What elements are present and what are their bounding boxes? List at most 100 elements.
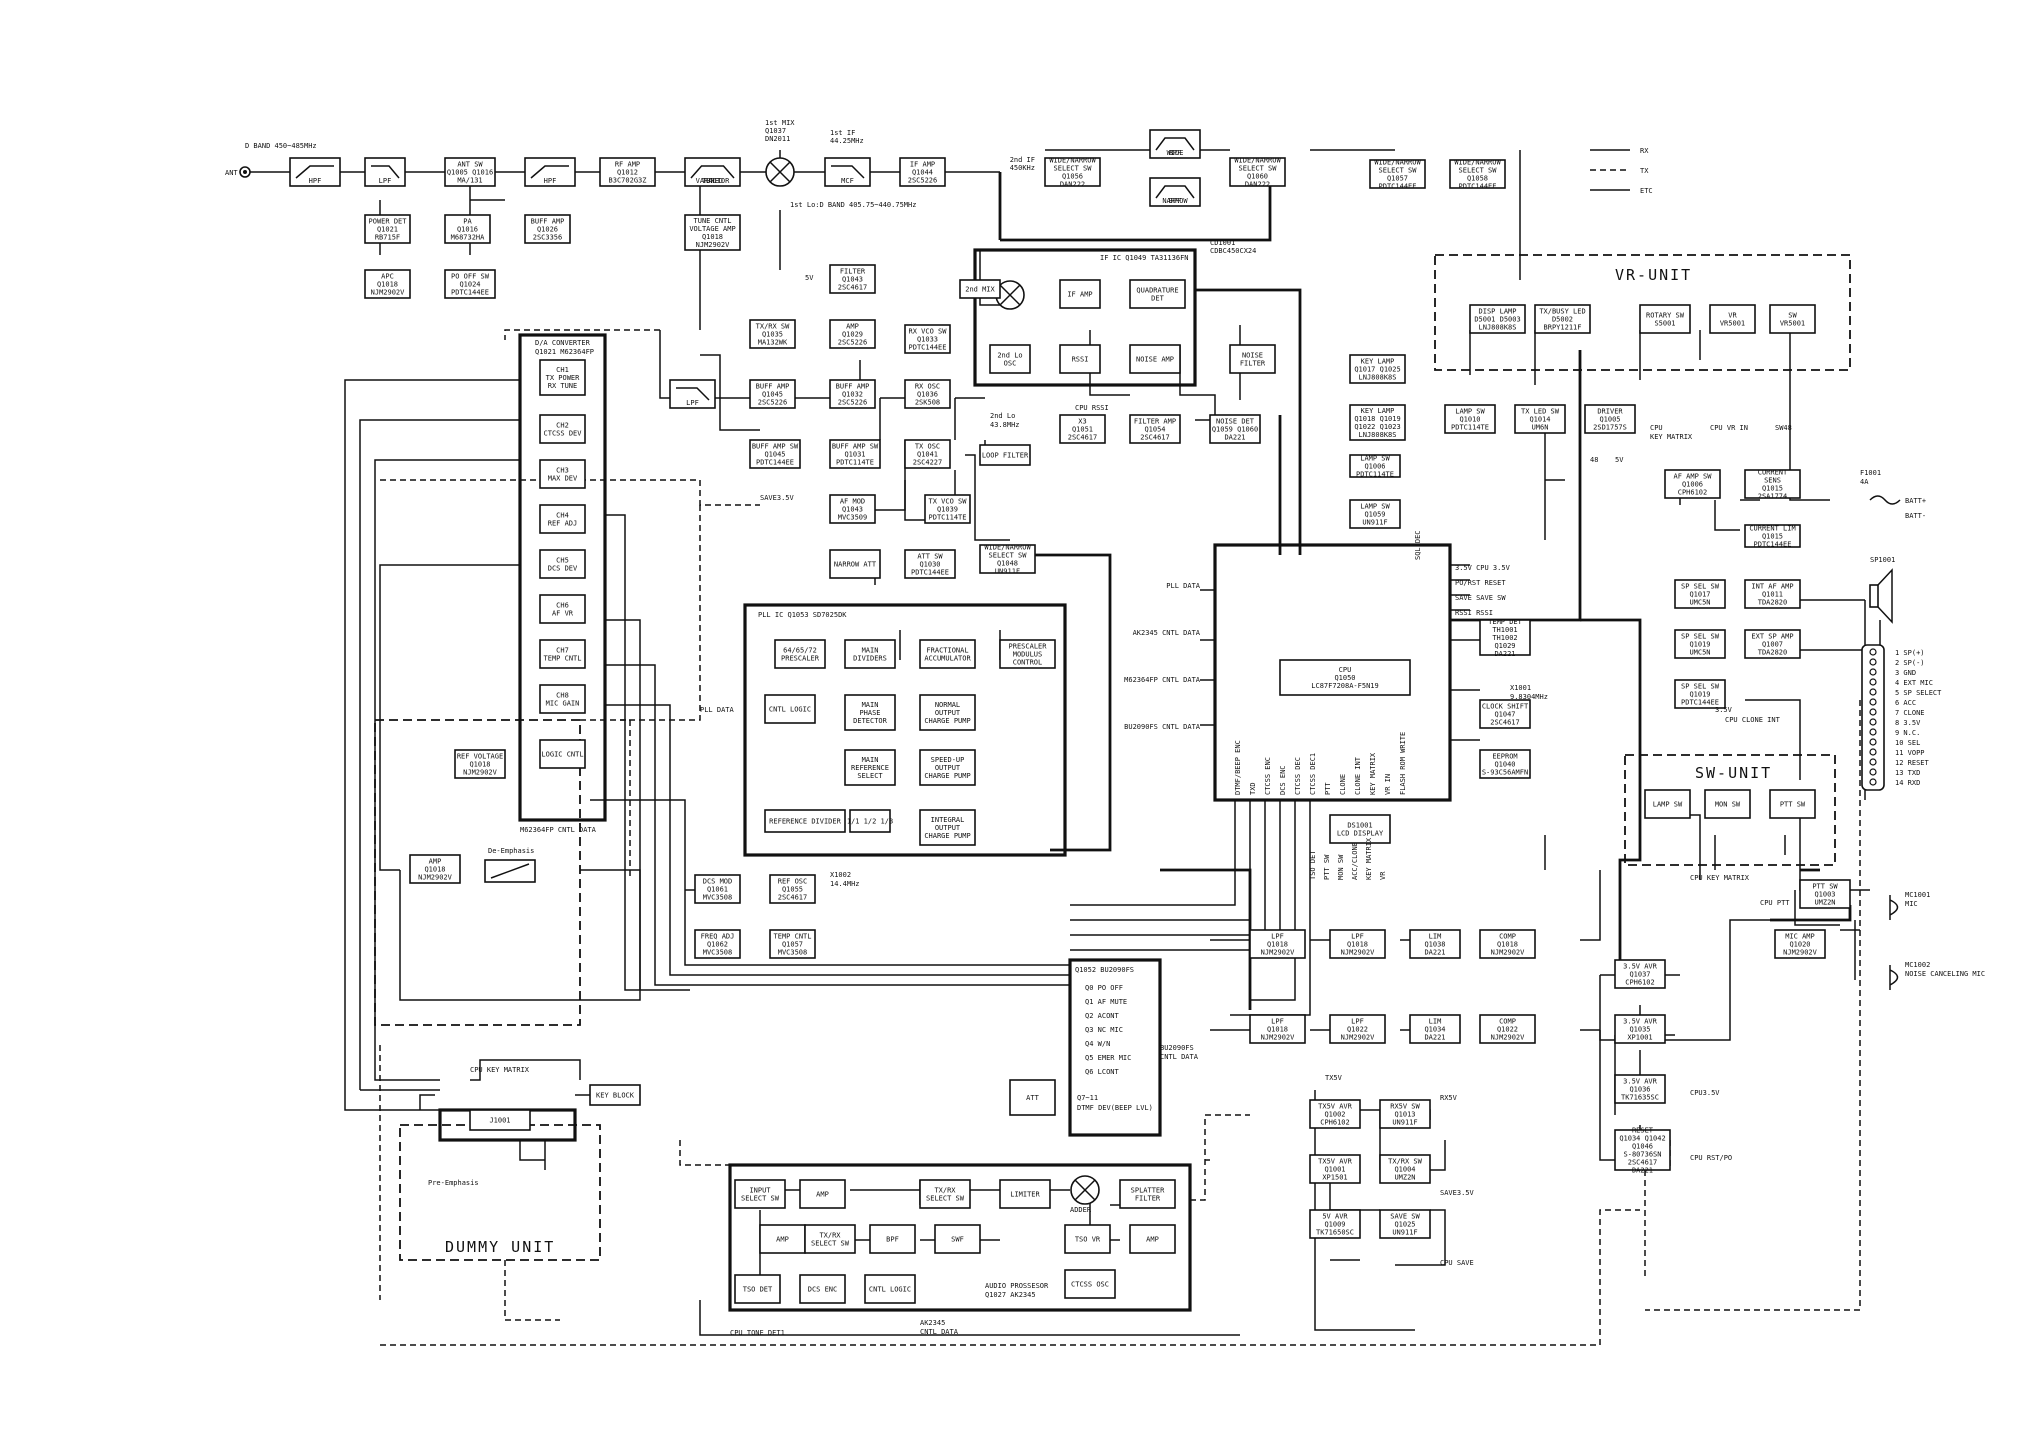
block-pa-line: Q1016 — [457, 226, 478, 234]
block-wn3-line: SELECT SW — [1379, 167, 1418, 175]
cpu-pin-right: SAVE SAVE SW — [1455, 594, 1506, 602]
block-txrxsw2-line: TX/RX SW — [1388, 1158, 1423, 1166]
block-inputsel-line: SELECT SW — [741, 1195, 780, 1203]
block-lpf2: LPF — [669, 379, 716, 409]
block-buffamp2-line: BUFF AMP — [756, 383, 790, 391]
block-spsw2-box — [1674, 629, 1726, 659]
connector-pin: 8 3.5V — [1895, 719, 1921, 727]
block-wn5-line: UN911F — [995, 568, 1020, 576]
block-noiseamp-line: NOISE AMP — [1136, 356, 1174, 364]
block-amp1-line: AMP — [846, 323, 859, 331]
block-refvolt-line: Q1018 — [469, 761, 490, 769]
block-speedup-line: OUTPUT — [935, 764, 961, 772]
cpu-pin-right: 3.5V CPU 3.5V — [1455, 564, 1511, 572]
block-maindiv-line: MAIN — [862, 647, 879, 655]
block-tx5vavr2-line: TX5V AVR — [1318, 1158, 1353, 1166]
block-tunecntl-line: VOLTAGE AMP — [689, 225, 735, 233]
block-ch8-box — [539, 684, 586, 714]
block-phasedet-line: DETECTOR — [853, 717, 888, 725]
block-wn4-box — [1449, 159, 1506, 189]
block-freqadj-line: MVC3508 — [703, 949, 733, 957]
block-sw-box — [1769, 304, 1816, 334]
block-tsovr-box — [1064, 1224, 1111, 1254]
block-txvcosw-box — [924, 494, 971, 524]
block-bpf-line: BPF — [886, 1236, 899, 1244]
block-mainref-line: REFERENCE — [851, 764, 889, 772]
block-lpf2-filter-icon — [676, 387, 710, 401]
block-apamp2-box — [759, 1224, 806, 1254]
block-limiter-box — [999, 1179, 1051, 1209]
block-tempcntl-line: Q1057 — [782, 941, 803, 949]
block-buffampsw1-line: Q1045 — [764, 451, 785, 459]
connector-pin-dot — [1869, 698, 1877, 706]
block-hpf2-filter-icon — [530, 165, 569, 179]
block-hpf2-box — [524, 157, 576, 187]
misc-batt_m: BATT- — [1905, 512, 1926, 520]
expander-label: Q1052 BU2090FS — [1075, 966, 1134, 974]
block-keylamp1-line: Q1017 Q1025 — [1354, 366, 1400, 374]
connector-pin: 5 SP SELECT — [1895, 689, 1942, 697]
block-rfamp-line: B3C702G3Z — [609, 177, 647, 185]
misc-lo2: 43.8MHz — [990, 421, 1020, 429]
sw-unit-frame — [1624, 754, 1836, 866]
vr-unit-frame — [1434, 254, 1851, 371]
connector-symbol — [1861, 644, 1885, 791]
block-attsw-box — [904, 549, 956, 579]
block-hpf2-line: HPF — [544, 177, 557, 185]
da-cntl-label: M62364FP CNTL DATA — [520, 826, 597, 834]
block-widebpf-filter-icon — [1155, 137, 1195, 151]
block-buffampsw1-line: BUFF AMP SW — [752, 443, 799, 451]
block-maindiv-line: DIVIDERS — [853, 655, 887, 663]
block-hpf1-box — [289, 157, 341, 187]
block-wn1-line: Q1056 — [1062, 173, 1083, 181]
block-ifampic: IF AMP — [1059, 279, 1101, 309]
block-vr-box — [1709, 304, 1756, 334]
block-spsw1-line: Q1017 — [1689, 591, 1710, 599]
misc-v48: 48 — [1590, 456, 1598, 464]
block-ch3-box — [539, 459, 586, 489]
block-filter-line: Q1043 — [842, 276, 863, 284]
block-comp1-line: Q1018 — [1497, 941, 1518, 949]
block-inputsel-box — [734, 1179, 786, 1209]
block-lim1-line: Q1038 — [1424, 941, 1445, 949]
block-tsodet-line: TSO DET — [743, 1286, 773, 1294]
misc-bu2090: BU2090FS — [1160, 1044, 1194, 1052]
block-hpf1: HPF — [289, 157, 341, 187]
block-micamp-line: Q1020 — [1789, 941, 1810, 949]
expander-pin: Q1 AF MUTE — [1085, 998, 1127, 1006]
block-tempdet-line: TEMP DET — [1488, 618, 1523, 626]
block-tx5vavr2-line: XP1501 — [1322, 1174, 1347, 1182]
block-widebpf-line: WIDE — [1167, 149, 1184, 157]
block-quad-line: DET — [1151, 295, 1164, 303]
block-ch3-line: CH3 — [556, 467, 569, 475]
block-txbusy-box — [1534, 304, 1591, 334]
expander-pin: Q0 PO OFF — [1085, 984, 1123, 992]
misc-x1001: 9.8304MHz — [1510, 693, 1548, 701]
connector-pin: 10 SEL — [1895, 739, 1920, 747]
misc-f1001: F1001 — [1860, 469, 1881, 477]
block-curlim-box — [1744, 524, 1801, 548]
block-tsovr: TSO VR — [1064, 1224, 1111, 1254]
block-rxvcosw-line: RX VCO SW — [909, 328, 948, 336]
block-tsodet-box — [734, 1274, 781, 1304]
cpu-ext-pin: KEY MATRIX — [1365, 837, 1373, 880]
fuse-symbol — [1869, 495, 1901, 505]
block-keylamp1-line: KEY LAMP — [1361, 358, 1395, 366]
block-amp2-line: NJM2902V — [418, 874, 453, 882]
block-buffamp3-line: Q1032 — [842, 391, 863, 399]
connector-pin: 11 VOPP — [1895, 749, 1925, 757]
